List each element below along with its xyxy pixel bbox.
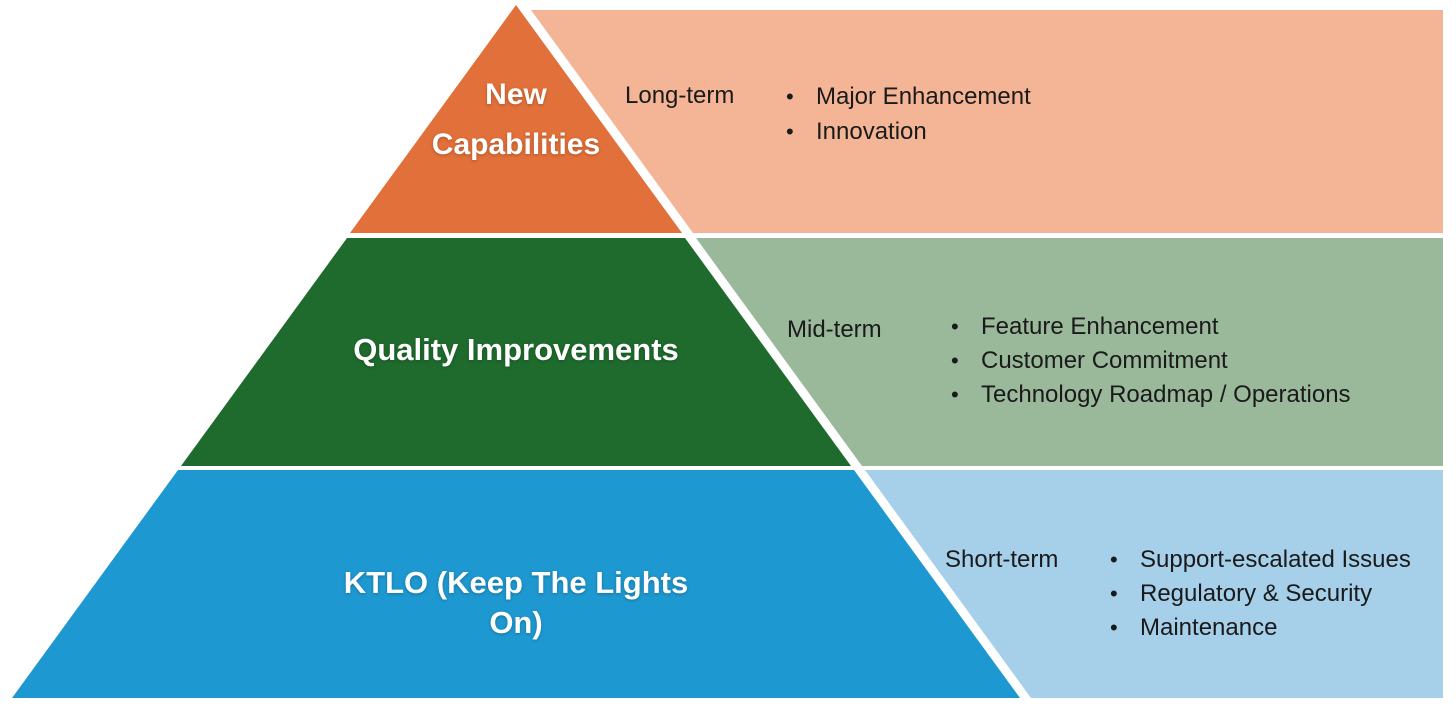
tier2-label-line1: Quality Improvements [353, 332, 679, 367]
tier3-bullet-list: • Support-escalated Issues • Regulatory … [1110, 543, 1411, 645]
bullet-item: • Maintenance [1110, 611, 1411, 645]
bullet-text: Maintenance [1140, 614, 1278, 641]
tier1-label-line1: New [485, 78, 547, 111]
tier1-pyramid-segment [350, 5, 682, 233]
bullet-item: • Technology Roadmap / Operations [951, 378, 1351, 412]
bullet-icon: • [1110, 581, 1118, 606]
bullet-text: Regulatory & Security [1140, 580, 1373, 607]
bullet-icon: • [1110, 547, 1118, 572]
tier1-band [531, 10, 1443, 233]
bullet-item: • Customer Commitment [951, 344, 1351, 378]
tier1-bullet-list: • Major Enhancement • Innovation [786, 79, 1031, 149]
bullet-item: • Regulatory & Security [1110, 577, 1411, 611]
tier3-label-line1: KTLO (Keep The Lights On) [343, 565, 689, 640]
bullet-text: Customer Commitment [981, 347, 1228, 374]
tier3-band [865, 470, 1443, 698]
bullet-icon: • [951, 382, 959, 407]
tier2-pyramid-segment [181, 238, 851, 466]
bullet-item: • Major Enhancement [786, 79, 1031, 114]
tier3-label: KTLO (Keep The Lights On) [316, 563, 716, 643]
bullet-icon: • [786, 119, 794, 144]
tier3-term-label: Short-term [945, 546, 1059, 573]
bullet-icon: • [951, 314, 959, 339]
tier2-band [696, 238, 1443, 466]
tier2-bullet-list: • Feature Enhancement • Customer Commitm… [951, 310, 1351, 412]
tier2-label: Quality Improvements [316, 330, 716, 370]
tier3-pyramid-segment [12, 470, 1020, 698]
tier1-label-line2: Capabilities [431, 128, 601, 161]
bullet-text: Major Enhancement [816, 83, 1031, 110]
tier1-term-label: Long-term [625, 82, 735, 109]
bullet-item: • Support-escalated Issues [1110, 543, 1411, 577]
bullet-text: Innovation [816, 118, 927, 145]
bullet-icon: • [1110, 615, 1118, 640]
bullet-item: • Feature Enhancement [951, 310, 1351, 344]
bullet-text: Feature Enhancement [981, 313, 1219, 340]
bullet-icon: • [786, 84, 794, 109]
bullet-text: Support-escalated Issues [1140, 546, 1411, 573]
bullet-item: • Innovation [786, 114, 1031, 149]
bullet-text: Technology Roadmap / Operations [981, 381, 1351, 408]
tier1-label: New Capabilities [366, 70, 666, 170]
tier2-term-label: Mid-term [787, 316, 882, 343]
bullet-icon: • [951, 348, 959, 373]
